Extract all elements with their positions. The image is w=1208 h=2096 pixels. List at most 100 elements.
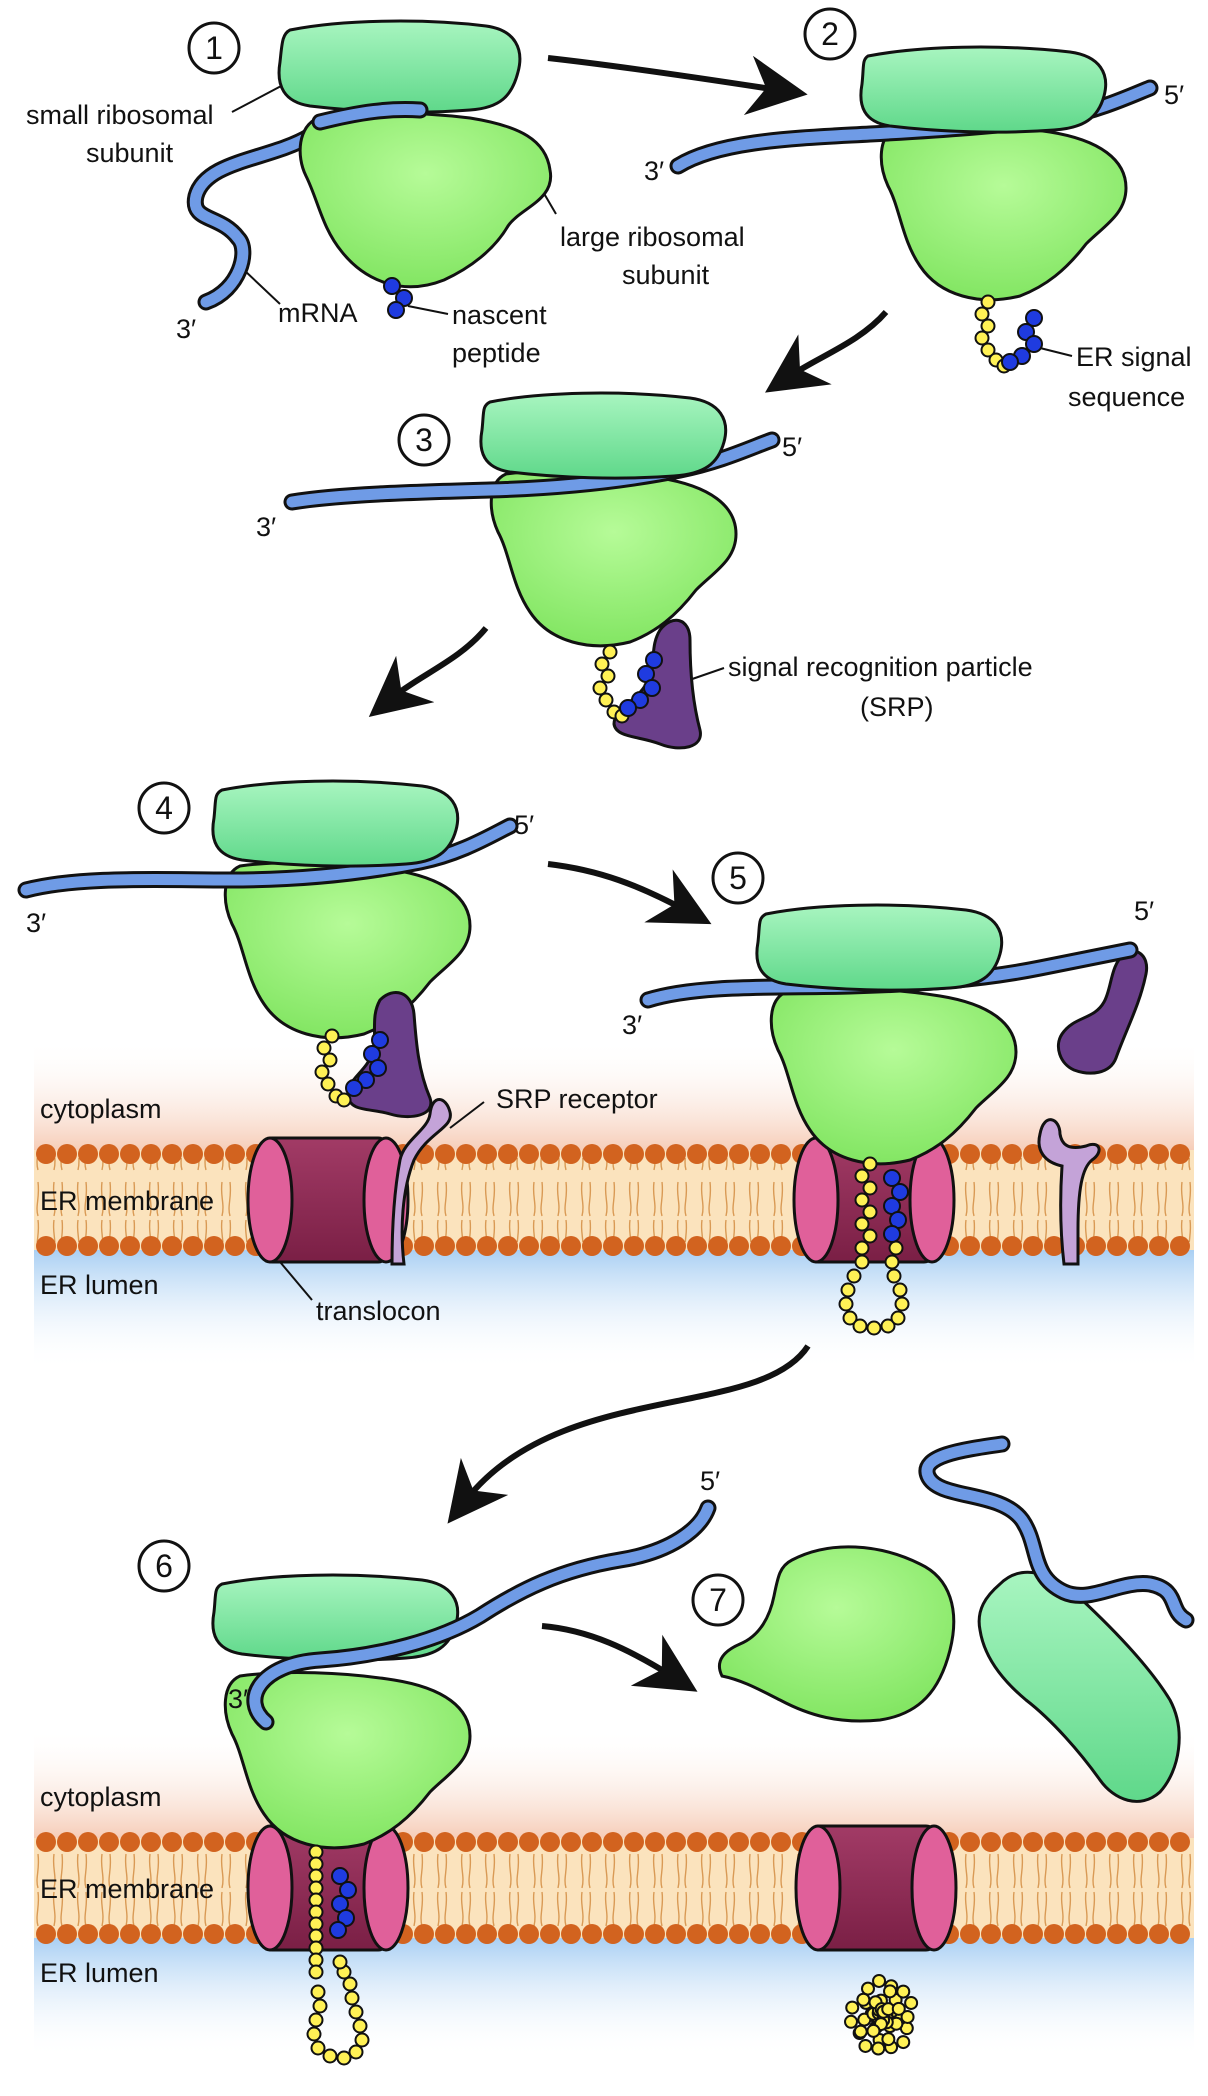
lipid-head	[183, 1236, 203, 1256]
signal-bead	[643, 679, 661, 697]
lipid-head	[99, 1924, 119, 1944]
signal-bead	[1025, 335, 1043, 353]
peptide-bead	[872, 1973, 887, 1988]
peptide-bead	[854, 1192, 870, 1208]
lipid-head	[771, 1236, 791, 1256]
lipid-head	[624, 1924, 644, 1944]
lipid-head	[666, 1832, 686, 1852]
lipid-head	[561, 1144, 581, 1164]
lipid-head	[57, 1924, 77, 1944]
peptide-bead	[842, 1310, 858, 1326]
signal-bead	[1001, 353, 1019, 371]
peptide-bead	[324, 1028, 340, 1044]
label-srp-line2: (SRP)	[860, 692, 934, 722]
label-small-subunit-line2: subunit	[86, 138, 174, 168]
label-cytoplasm: cytoplasm	[40, 1094, 162, 1124]
label-small-subunit-line1: small ribosomal	[26, 100, 214, 130]
lipid-head	[435, 1236, 455, 1256]
label-er-membrane: ER membrane	[40, 1874, 214, 1904]
peptide-bead	[342, 1976, 358, 1992]
mrna-strand-fill	[286, 434, 778, 508]
lipid-head	[99, 1236, 119, 1256]
translocon	[246, 1824, 410, 1952]
label-five-prime: 5′	[1164, 80, 1184, 110]
peptide-bead	[840, 1282, 856, 1298]
lipid-head	[729, 1236, 749, 1256]
signal-bead	[1025, 309, 1043, 327]
signal-bead	[883, 1169, 901, 1187]
lipid-head	[729, 1924, 749, 1944]
peptide-bead	[862, 1156, 878, 1172]
lipid-head	[687, 1832, 707, 1852]
lipid-head	[1107, 1236, 1127, 1256]
peptide-bead	[320, 1076, 336, 1092]
lipid-head	[1128, 1144, 1148, 1164]
lipid-head	[477, 1924, 497, 1944]
label-three-prime: 3′	[644, 156, 664, 186]
signal-bead	[383, 277, 401, 295]
lipid-head	[624, 1144, 644, 1164]
lipid-head	[750, 1236, 770, 1256]
peptide-bead	[854, 1254, 870, 1270]
lipid-head	[708, 1236, 728, 1256]
peptide-bead	[310, 1984, 326, 2000]
mrna-strand-fill	[20, 820, 516, 896]
peptide-bead	[866, 2023, 881, 2038]
peptide-chain	[314, 1028, 352, 1108]
lipid-head	[687, 1144, 707, 1164]
step-marker-4: 4	[137, 781, 191, 835]
lipid-head	[960, 1832, 980, 1852]
lipid-head	[477, 1144, 497, 1164]
label-five-prime: 5′	[1134, 896, 1154, 926]
lipid-head	[57, 1144, 77, 1164]
peptide-bead	[594, 656, 610, 672]
peptide-bead	[598, 692, 614, 708]
peptide-bead	[888, 1240, 904, 1256]
lipid-head	[162, 1144, 182, 1164]
lipid-head	[183, 1144, 203, 1164]
lipid-head	[456, 1924, 476, 1944]
signal-bead	[883, 1225, 901, 1243]
lipid-head	[1002, 1144, 1022, 1164]
step-marker-2: 2	[803, 7, 857, 61]
lipid-head	[582, 1144, 602, 1164]
lipid-head	[99, 1832, 119, 1852]
lipid-head	[1044, 1832, 1064, 1852]
peptide-bead	[354, 2032, 370, 2048]
lipid-head	[120, 1236, 140, 1256]
lipid-head	[414, 1924, 434, 1944]
stage-5	[639, 903, 1149, 1336]
lipid-head	[36, 1924, 56, 1944]
signal-bead	[371, 1031, 389, 1049]
translocon-ring-left	[794, 1824, 842, 1952]
lipid-head	[57, 1832, 77, 1852]
label-nascent-peptide-line2: peptide	[452, 338, 541, 368]
arrow-6-to-7	[541, 1623, 698, 1692]
lipid-head	[582, 1832, 602, 1852]
peptide-bead	[891, 2001, 906, 2016]
label-three-prime: 3′	[256, 512, 276, 542]
large-ribosomal-subunit	[223, 1671, 472, 1850]
lipid-head	[561, 1924, 581, 1944]
lipid-head	[1023, 1144, 1043, 1164]
lipid-head	[540, 1924, 560, 1944]
lipid-tails	[34, 1158, 1194, 1242]
translocon	[794, 1824, 958, 1952]
lipid-head	[162, 1924, 182, 1944]
step-number: 1	[205, 30, 223, 66]
er-signal-sequence	[329, 1867, 357, 1939]
translocon	[792, 1136, 956, 1264]
peptide-bead	[904, 1995, 919, 2010]
lipid-head	[1065, 1924, 1085, 1944]
lipid-head	[729, 1144, 749, 1164]
peptide-bead	[845, 2000, 860, 2015]
lipid-head	[603, 1144, 623, 1164]
peptide-bead	[352, 2018, 368, 2034]
label-large-subunit-line2: subunit	[622, 260, 710, 290]
cytoplasm-region	[34, 1728, 1194, 1838]
peptide-bead	[880, 1318, 896, 1334]
lipid-head	[1044, 1236, 1064, 1256]
peptide-bead	[896, 2035, 911, 2050]
lipid-head	[1002, 1924, 1022, 1944]
